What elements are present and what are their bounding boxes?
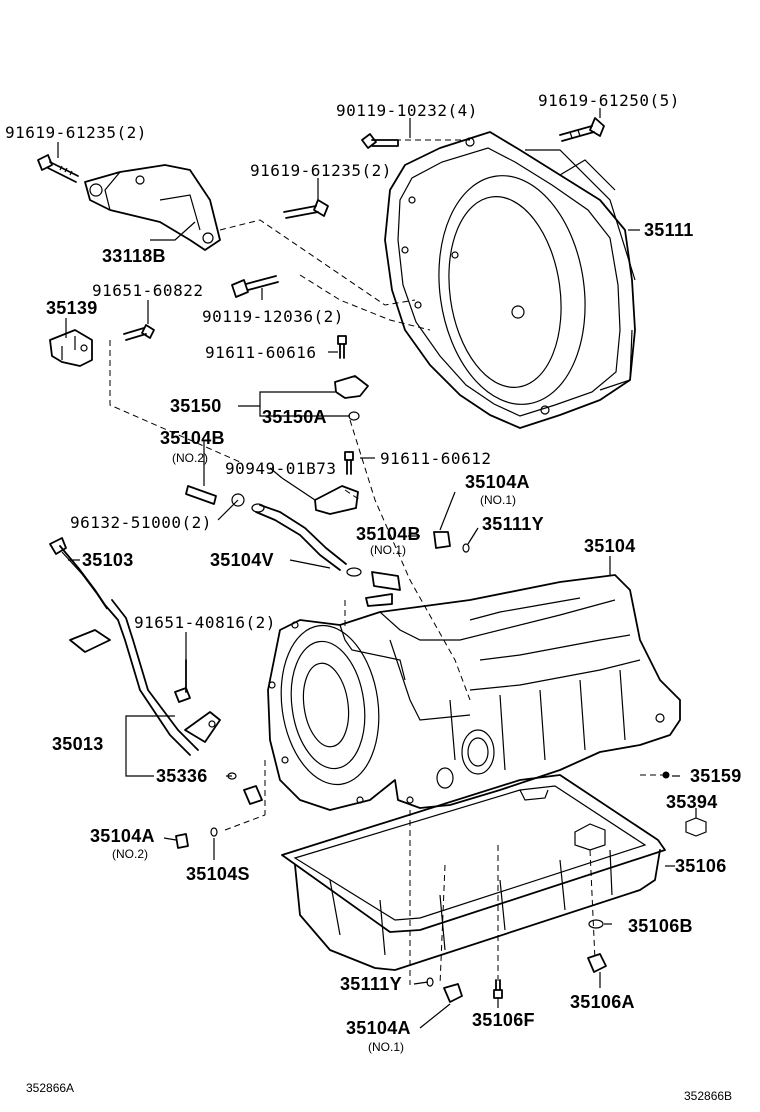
label-90119-12036: 90119-12036(2) bbox=[202, 307, 344, 326]
label-35104: 35104 bbox=[584, 536, 636, 556]
label-91619-61250: 91619-61250(5) bbox=[538, 91, 680, 110]
label-no1-top: (NO.1) bbox=[480, 493, 516, 507]
dipstick-35103-icon bbox=[49, 537, 108, 610]
fitting-35104b-no1-icon bbox=[365, 571, 401, 607]
label-35106a: 35106A bbox=[570, 992, 635, 1012]
bolt-91651-40816-icon bbox=[174, 659, 191, 703]
bracket-35139-icon bbox=[49, 329, 93, 367]
bolt-90119-10232-icon bbox=[361, 133, 399, 149]
label-35013: 35013 bbox=[52, 734, 104, 754]
bolt-90119-12036-icon bbox=[231, 275, 279, 298]
label-35150: 35150 bbox=[170, 396, 222, 416]
label-35104a-no2: 35104A bbox=[90, 826, 155, 846]
dashed-guides bbox=[109, 139, 670, 986]
label-96132-51000: 96132-51000(2) bbox=[70, 513, 212, 532]
diagram-id-right: 352866B bbox=[684, 1089, 732, 1103]
bracket-33118b-icon bbox=[84, 164, 221, 251]
bolt-91619-61250-icon bbox=[559, 117, 605, 142]
plug-35104a-no1-bottom-icon bbox=[443, 983, 463, 1003]
plug-35104a-no1-top-icon bbox=[433, 531, 451, 549]
label-35104s: 35104S bbox=[186, 864, 250, 884]
label-no1-bottom: (NO.1) bbox=[368, 1040, 404, 1054]
label-35336: 35336 bbox=[156, 766, 208, 786]
label-91651-60822: 91651-60822 bbox=[92, 281, 203, 300]
label-35104b-no2: 35104B bbox=[160, 428, 225, 448]
sensor-90949-01b73-icon bbox=[281, 477, 359, 515]
plug-35159-icon bbox=[662, 771, 670, 779]
filler-tube-35013-icon bbox=[69, 599, 221, 756]
label-35104a-no1-bottom: 35104A bbox=[346, 1018, 411, 1038]
label-35104b-no1: 35104B bbox=[356, 524, 421, 544]
label-35103: 35103 bbox=[82, 550, 134, 570]
fitting-35104b-no2-icon bbox=[185, 485, 245, 507]
label-91619-61235-mid: 91619-61235(2) bbox=[250, 161, 392, 180]
label-35106f: 35106F bbox=[472, 1010, 535, 1030]
drain-plug-35106a-icon bbox=[587, 953, 607, 973]
label-91611-60612: 91611-60612 bbox=[380, 449, 491, 468]
label-35111: 35111 bbox=[644, 220, 694, 240]
transmission-case-35104-icon bbox=[267, 574, 681, 811]
bolt-91619-61235-mid-icon bbox=[283, 199, 329, 219]
label-35394: 35394 bbox=[666, 792, 718, 812]
sensor-35150-icon bbox=[334, 375, 369, 421]
bolt-91611-60616-icon bbox=[337, 335, 347, 359]
label-35106b: 35106B bbox=[628, 916, 693, 936]
bolt-35106f-icon bbox=[493, 979, 503, 999]
label-91619-61235-top: 91619-61235(2) bbox=[5, 123, 147, 142]
label-35104v: 35104V bbox=[210, 550, 274, 570]
oring-35111y-top-icon bbox=[462, 543, 470, 553]
bolt-91619-61235-left-icon bbox=[37, 154, 79, 183]
label-no2-a: (NO.2) bbox=[172, 451, 208, 465]
label-35104a-no1-top: 35104A bbox=[465, 472, 530, 492]
hose-35104v-icon bbox=[251, 503, 362, 577]
part-labels: 91619-61235(2) 90119-10232(4) 91619-6125… bbox=[5, 91, 742, 1054]
label-no2-b: (NO.2) bbox=[112, 847, 148, 861]
bolt-91651-60822-icon bbox=[123, 324, 155, 341]
bell-housing-35111-icon bbox=[384, 131, 636, 429]
gasket-35394-icon bbox=[685, 817, 707, 837]
label-no1-mid: (NO.1) bbox=[370, 543, 406, 557]
label-91651-40816: 91651-40816(2) bbox=[134, 613, 276, 632]
diagram-id-left: 352866A bbox=[26, 1081, 74, 1095]
plug-35104s-icon bbox=[243, 785, 263, 805]
gasket-35106b-icon bbox=[588, 919, 604, 929]
label-35139: 35139 bbox=[46, 298, 98, 318]
oring-35104s-icon bbox=[210, 827, 218, 837]
label-35111y-bottom: 35111Y bbox=[340, 974, 402, 994]
label-91611-60616: 91611-60616 bbox=[205, 343, 316, 362]
bolt-91611-60612-icon bbox=[344, 451, 354, 475]
label-35150a: 35150A bbox=[262, 407, 327, 427]
leader-lines bbox=[57, 108, 697, 1029]
label-33118b: 33118B bbox=[102, 246, 166, 266]
label-90949-01b73: 90949-01B73 bbox=[225, 459, 336, 478]
label-90119-10232: 90119-10232(4) bbox=[336, 101, 478, 120]
label-35106: 35106 bbox=[675, 856, 727, 876]
label-35159: 35159 bbox=[690, 766, 742, 786]
plug-35104a-no2-icon bbox=[175, 833, 189, 849]
oil-pan-35106-icon bbox=[281, 774, 666, 971]
label-35111y-top: 35111Y bbox=[482, 514, 544, 534]
